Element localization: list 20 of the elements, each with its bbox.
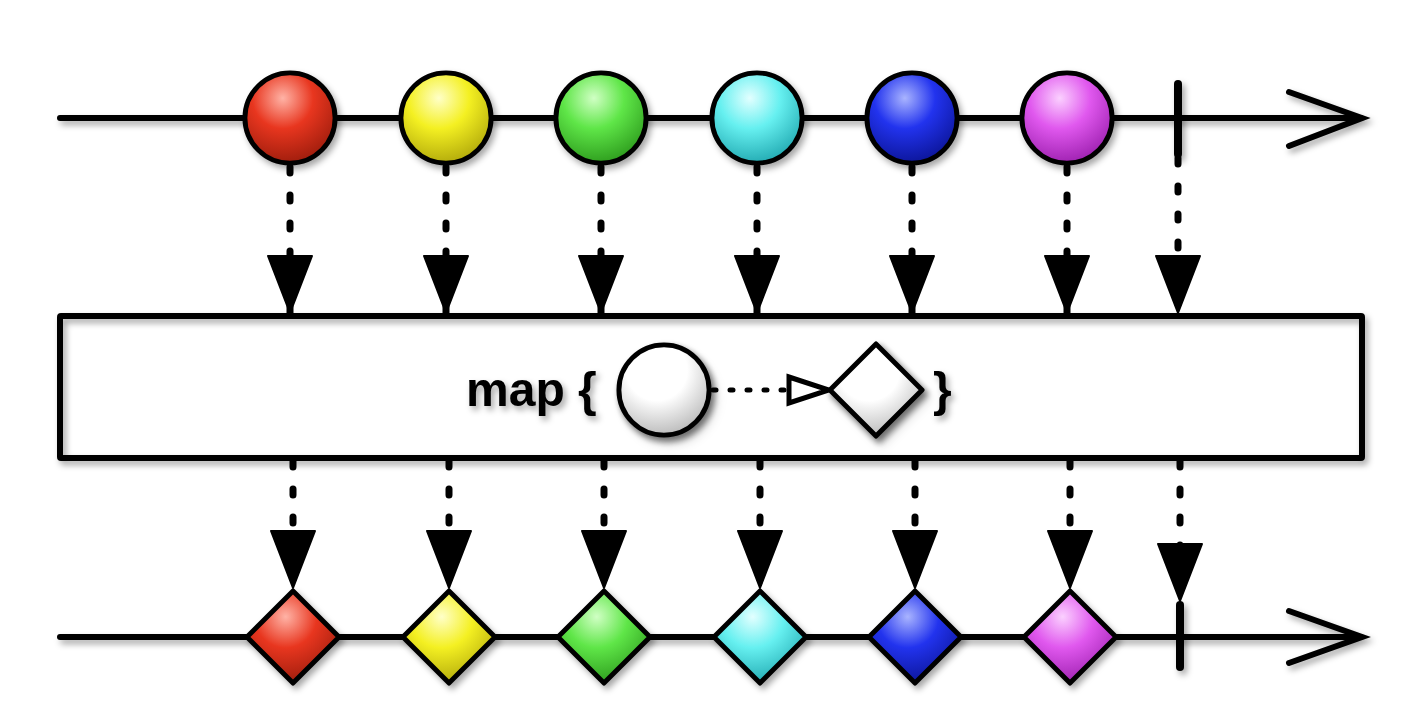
marble-circle [708, 69, 806, 167]
marble-diamond [827, 341, 925, 439]
completion-bar [1176, 601, 1184, 671]
marble-circle [552, 69, 650, 167]
marble-circle [863, 69, 961, 167]
operator-box [57, 313, 1365, 461]
marble-circle [241, 69, 339, 167]
operator-label: map { [466, 362, 597, 418]
dashed-arrow [710, 374, 832, 406]
completion-bar [1174, 80, 1182, 158]
marble-circle [1018, 69, 1116, 167]
marble-diamond [555, 588, 653, 686]
marble-circle [397, 69, 495, 167]
marble-diamond [711, 588, 809, 686]
marble-diamond [400, 588, 498, 686]
marble-diamond [1021, 588, 1119, 686]
closing-brace: } [933, 362, 952, 418]
marble-diamond [244, 588, 342, 686]
marble-diamond [866, 588, 964, 686]
marble-circle [615, 341, 713, 439]
